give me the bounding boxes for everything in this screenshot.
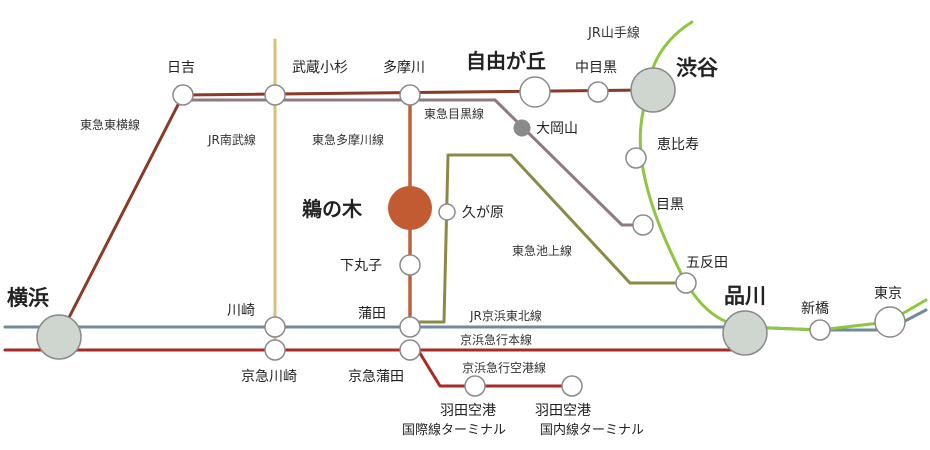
station-kawasaki[interactable] <box>264 316 286 338</box>
station-shibuya[interactable] <box>630 67 676 113</box>
label-keikyu-kamata: 京急蒲田 <box>348 369 404 385</box>
station-nakameguro[interactable] <box>587 81 609 103</box>
station-kamata[interactable] <box>399 316 421 338</box>
label-haneda-intl-1: 羽田空港 <box>440 403 496 419</box>
label-ookayama: 大岡山 <box>536 121 578 137</box>
line-labels: 東急東横線 JR南武線 東急多摩川線 東急目黒線 東急池上線 JR山手線 JR京… <box>80 25 640 375</box>
stations <box>36 67 906 397</box>
label-meguro: 目黒 <box>656 197 684 213</box>
label-nakameguro: 中目黒 <box>575 60 617 76</box>
lines <box>3 20 928 388</box>
label-line-yamanote: JR山手線 <box>587 25 640 41</box>
station-hiyoshi[interactable] <box>172 84 194 106</box>
label-keikyu-kawasaki: 京急川崎 <box>241 369 297 385</box>
label-line-nambu: JR南武線 <box>207 132 256 147</box>
label-line-tamagawa: 東急多摩川線 <box>312 132 384 147</box>
label-musashikosugi: 武蔵小杉 <box>292 60 348 76</box>
label-kamata: 蒲田 <box>358 306 386 322</box>
station-haneda-domestic[interactable] <box>561 375 583 397</box>
station-musashikosugi[interactable] <box>264 84 286 106</box>
label-gotanda: 五反田 <box>686 255 728 271</box>
station-haneda-intl[interactable] <box>464 375 486 397</box>
station-shimomaruko[interactable] <box>399 254 421 276</box>
station-keikyu-kamata[interactable] <box>399 339 421 361</box>
label-yokohama: 横浜 <box>7 286 49 310</box>
label-line-keikyu-airport: 京浜急行空港線 <box>462 360 546 375</box>
label-line-keihin-tohoku: JR京浜東北線 <box>469 308 542 323</box>
label-haneda-dom-2: 国内線ターミナル <box>540 422 644 438</box>
station-kugahara[interactable] <box>438 203 456 221</box>
label-line-keikyu-main: 京浜急行本線 <box>460 332 532 347</box>
station-meguro[interactable] <box>632 214 654 236</box>
label-jiyugaoka: 自由が丘 <box>466 49 546 73</box>
line-jr-yamanote <box>638 20 928 332</box>
label-haneda-intl-2: 国際線ターミナル <box>402 422 506 438</box>
station-shimbashi[interactable] <box>809 319 831 341</box>
label-hiyoshi: 日吉 <box>167 60 195 76</box>
label-line-meguro: 東急目黒線 <box>424 106 484 121</box>
station-yokohama[interactable] <box>36 314 82 360</box>
label-shibuya: 渋谷 <box>676 56 719 80</box>
line-jr-keihin-tohoku <box>3 308 928 332</box>
label-ebisu: 恵比寿 <box>657 136 699 153</box>
label-shimomaruko: 下丸子 <box>340 258 382 274</box>
station-jiyugaoka[interactable] <box>519 76 551 108</box>
label-kawasaki: 川崎 <box>227 303 255 319</box>
label-line-toyoko: 東急東横線 <box>80 117 140 132</box>
station-keikyu-kawasaki[interactable] <box>264 339 286 361</box>
label-haneda-dom-1: 羽田空港 <box>535 403 591 419</box>
label-shinagawa: 品川 <box>724 284 766 308</box>
station-ebisu[interactable] <box>625 147 647 169</box>
station-tokyo[interactable] <box>874 306 906 338</box>
label-kugahara: 久が原 <box>462 205 504 221</box>
station-unoki[interactable] <box>388 186 432 230</box>
label-shimbashi: 新橋 <box>801 301 829 317</box>
station-labels: 日吉 武蔵小杉 多摩川 自由が丘 中目黒 渋谷 大岡山 恵比寿 鵜の木 久が原 … <box>7 49 902 438</box>
label-tamagawa: 多摩川 <box>383 59 425 76</box>
station-gotanda[interactable] <box>675 272 697 294</box>
line-tokyu-ikegami <box>408 153 688 324</box>
station-tamagawa[interactable] <box>399 84 421 106</box>
station-ookayama[interactable] <box>513 119 531 137</box>
station-shinagawa[interactable] <box>722 310 768 356</box>
label-unoki: 鵜の木 <box>301 197 363 221</box>
label-tokyo: 東京 <box>874 286 902 302</box>
label-line-ikegami: 東急池上線 <box>512 243 572 258</box>
